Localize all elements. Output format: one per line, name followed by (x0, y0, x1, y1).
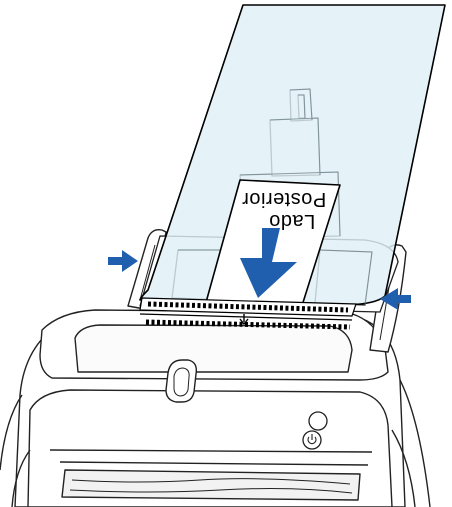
scanner-body (0, 310, 430, 507)
document-label-line2: Posterior (242, 188, 327, 210)
cover-latch (166, 360, 196, 402)
side-guide-arrow-left-icon (108, 250, 138, 272)
